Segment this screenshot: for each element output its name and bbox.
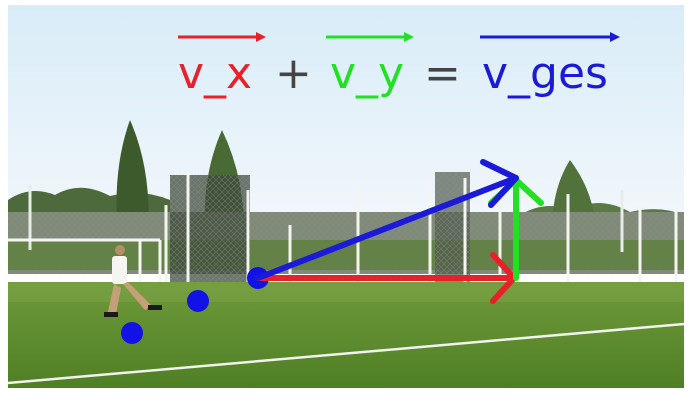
background-photo (7, 5, 685, 388)
term-v-x: v_x (178, 48, 252, 99)
term-v-y: v_y (330, 48, 404, 99)
tree-left (116, 120, 149, 235)
arrow-over-v-x (178, 32, 266, 42)
plus-sign: + (275, 48, 312, 99)
equals-sign: = (424, 48, 461, 99)
ball-position-1 (121, 322, 143, 344)
arrow-over-v-y (326, 32, 414, 42)
arrow-over-v-ges (480, 32, 620, 42)
vector-equation: v_x + v_y = v_ges (178, 32, 620, 99)
term-v-ges: v_ges (482, 48, 608, 99)
player (104, 245, 162, 317)
vector-v-ges (255, 159, 519, 281)
field-line (7, 322, 685, 385)
ball-position-2 (187, 290, 209, 312)
